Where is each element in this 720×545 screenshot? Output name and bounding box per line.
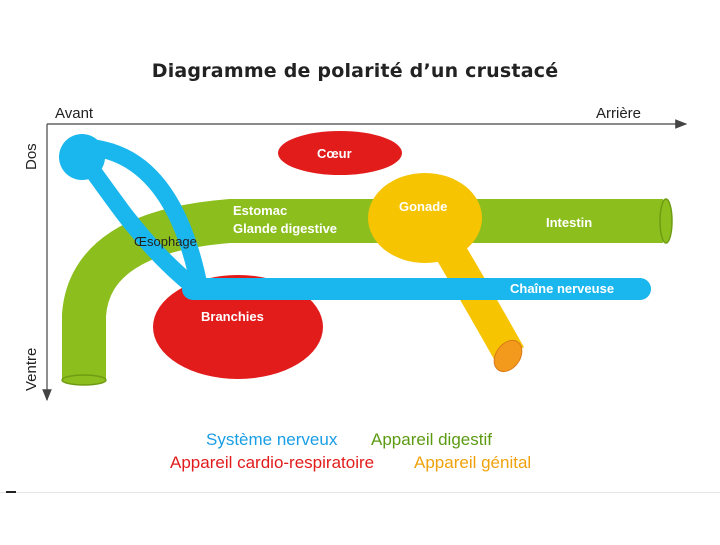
intestine-label: Intestin [546, 215, 592, 230]
diagram-title: Diagramme de polarité d’un crustacé [0, 60, 710, 82]
bottom-divider [0, 492, 720, 493]
axis-front-label: Avant [55, 105, 93, 122]
intestine-end [660, 199, 672, 243]
axis-dorsal-label: Dos [23, 143, 40, 170]
legend-digestive: Appareil digestif [371, 430, 492, 450]
esophagus-label: Œsophage [134, 234, 197, 249]
dash-mark [6, 491, 16, 493]
heart-label: Cœur [317, 146, 352, 161]
mouth-end [62, 375, 106, 385]
gonad-shape [368, 173, 482, 263]
nerve-cord-label: Chaîne nerveuse [510, 281, 614, 296]
legend-genital: Appareil génital [414, 453, 531, 473]
gonad-label: Gonade [399, 199, 447, 214]
digestive-gland-label: Glande digestive [233, 221, 337, 236]
gills-label: Branchies [201, 309, 264, 324]
legend-nervous: Système nerveux [206, 430, 337, 450]
stomach-label: Estomac [233, 203, 287, 218]
axis-ventral-label: Ventre [23, 348, 40, 391]
brain-shape [59, 134, 105, 180]
legend-cardio: Appareil cardio-respiratoire [170, 453, 374, 473]
axis-back-label: Arrière [596, 105, 641, 122]
